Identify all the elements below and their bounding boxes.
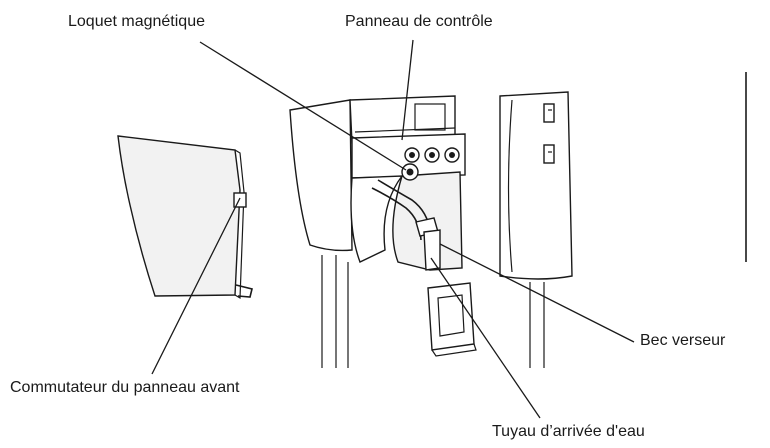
leader-lines (151, 39, 635, 419)
label-control-panel: Panneau de contrôle (345, 13, 493, 30)
leader-control-panel (401, 39, 414, 141)
leader-spout (439, 243, 635, 343)
label-front-panel-switch: Commutateur du panneau avant (10, 379, 240, 396)
leader-magnetic-latch (199, 41, 407, 171)
leader-water-inlet-hose (430, 257, 541, 419)
label-spout: Bec verseur (640, 332, 726, 349)
label-water-inlet-hose: Tuyau d’arrivée d'eau (492, 423, 645, 440)
front-panel-drawing (117, 135, 253, 300)
label-magnetic-latch: Loquet magnétique (68, 13, 205, 30)
leader-front-panel-switch (151, 197, 241, 375)
machine-body-drawing (289, 72, 747, 368)
